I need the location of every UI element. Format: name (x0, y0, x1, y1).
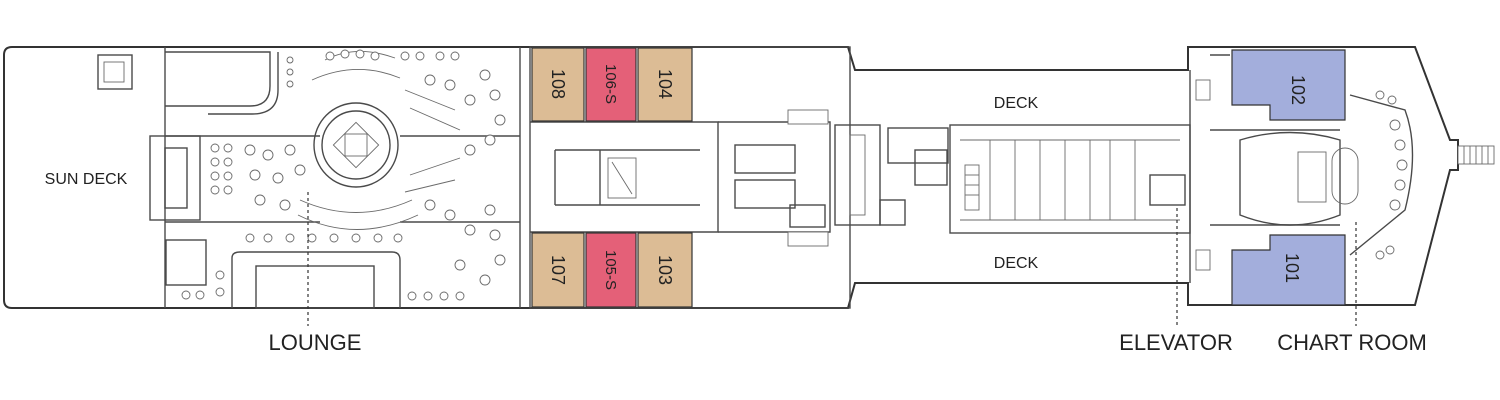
cabin-102[interactable]: 102 (1231, 49, 1346, 121)
cabin-106-s-room[interactable] (585, 47, 637, 122)
sun-deck-label: SUN DECK (45, 171, 128, 188)
cabin-104-number: 104 (655, 69, 675, 99)
deck-label-lower: DECK (994, 255, 1039, 272)
cabin-108-number: 108 (548, 69, 568, 99)
cabin-107[interactable]: 107 (531, 232, 585, 308)
cabin-105-s[interactable]: 105-S (585, 232, 637, 308)
cabin-101-room[interactable] (1231, 234, 1346, 306)
bow-structure (1189, 54, 1414, 283)
cabin-102-room[interactable] (1231, 49, 1346, 121)
cabin-104[interactable]: 104 (637, 47, 693, 122)
cabin-103-room[interactable] (637, 232, 693, 308)
elevator-label: ELEVATOR (1119, 330, 1233, 355)
hull-outline (3, 46, 1459, 309)
bow-stairs (1457, 145, 1495, 165)
lounge-area (97, 47, 521, 309)
cabin-105-s-number: 105-S (602, 250, 619, 290)
cabin-103[interactable]: 103 (637, 232, 693, 308)
cabin-102-number: 102 (1288, 75, 1308, 105)
cabin-103-number: 103 (655, 255, 675, 285)
lounge-seating (181, 49, 506, 301)
cabin-101[interactable]: 101 (1231, 234, 1346, 306)
chart-room-label: CHART ROOM (1277, 330, 1427, 355)
cabin-107-room[interactable] (531, 232, 585, 308)
midship-structure (718, 109, 1191, 247)
cabin-106-s-number: 106-S (602, 64, 619, 104)
cabin-108-room[interactable] (531, 47, 585, 122)
cabin-106-s[interactable]: 106-S (585, 47, 637, 122)
cabin-107-number: 107 (548, 255, 568, 285)
cabin-101-number: 101 (1282, 253, 1302, 283)
cabin-108[interactable]: 108 (531, 47, 585, 122)
cabin-104-room[interactable] (637, 47, 693, 122)
cabin-105-s-room[interactable] (585, 232, 637, 308)
deck-label-upper: DECK (994, 95, 1039, 112)
lounge-label: LOUNGE (269, 330, 362, 355)
